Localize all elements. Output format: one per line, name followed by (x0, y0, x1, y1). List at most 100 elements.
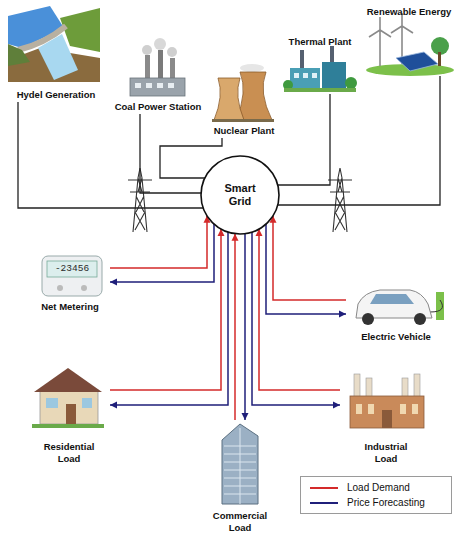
grid-label: Smart Grid (214, 182, 266, 208)
meter-reading: -23456 (47, 262, 97, 276)
load-demand-line (273, 216, 346, 300)
generation-node: Nuclear Plant (210, 70, 279, 138)
smart-meter-part (47, 261, 97, 277)
factory-part (354, 374, 360, 398)
house (32, 368, 104, 428)
nuclear-plant-part (214, 78, 244, 120)
coal-power-station-part (142, 45, 152, 55)
hydel-dam-part (8, 44, 30, 66)
legend-row: Price Forecasting (309, 497, 443, 508)
price-forecast-line (266, 224, 346, 314)
load-node: Commercial Load (205, 420, 275, 535)
transmission-tower-part (328, 168, 352, 232)
node-label: Coal Power Station (115, 101, 202, 112)
factory-part (368, 404, 374, 414)
power-line (278, 94, 330, 185)
transmission-tower (328, 168, 352, 232)
load-node: Net Metering (30, 252, 110, 314)
house-part (34, 368, 102, 392)
office-tower (222, 424, 258, 504)
grid-circle: Smart Grid (200, 155, 280, 235)
nuclear-plant-part (212, 119, 274, 122)
electric-vehicle (356, 290, 444, 325)
legend-line (310, 502, 338, 504)
generation-node: Renewable Energy (362, 4, 456, 76)
smart-meter-part (57, 285, 63, 291)
house-part (32, 424, 104, 428)
legend-line (309, 483, 339, 493)
coal-power-station-part (135, 83, 141, 88)
thermal-plant-part (290, 68, 320, 90)
coal-power-station (130, 38, 185, 96)
load-demand-line (259, 229, 340, 390)
house-part (40, 390, 98, 424)
coal-power-station-part (146, 83, 152, 88)
coal-power-station-part (168, 83, 174, 88)
thermal-plant-part (303, 73, 308, 78)
hydel-dam (8, 6, 100, 82)
power-line (140, 114, 201, 193)
legend-line (309, 498, 339, 508)
electric-vehicle-part (362, 313, 374, 325)
factory-part (366, 378, 372, 398)
smart-meter-part (42, 256, 102, 296)
coal-power-station-part (130, 78, 185, 96)
thermal-plant-part (284, 88, 356, 92)
thermal-plant-part (322, 62, 346, 90)
coal-power-station-part (157, 83, 163, 88)
factory-part (402, 378, 408, 398)
thermal-plant-part (294, 73, 299, 78)
node-label: Thermal Plant (289, 36, 352, 47)
legend-line (310, 487, 338, 489)
house-part (82, 398, 92, 408)
price-forecast-line (252, 232, 340, 405)
thermal-plant-part (330, 46, 334, 62)
thermal-plant (283, 46, 357, 92)
smart-meter-part (81, 285, 87, 291)
legend-box: Load DemandPrice Forecasting (300, 476, 452, 514)
node-label: Industrial Load (355, 441, 417, 464)
power-line (278, 76, 440, 205)
node-label: Nuclear Plant (214, 125, 275, 136)
nuclear-plant (212, 64, 274, 122)
electric-vehicle-part (414, 313, 426, 325)
legend-text: Price Forecasting (347, 497, 425, 508)
load-demand-line (110, 216, 207, 268)
factory-part (400, 404, 406, 414)
thermal-plant-part (312, 73, 317, 78)
coal-power-station-part (167, 47, 177, 57)
thermal-plant-part (345, 77, 357, 89)
node-label: Residential Load (38, 441, 100, 464)
thermal-plant-part (300, 50, 304, 68)
load-demand-line (110, 229, 221, 390)
load-node: Residential Load (28, 362, 110, 466)
nuclear-plant-part (240, 64, 264, 72)
load-node: Industrial Load (340, 368, 432, 466)
node-label: Net Metering (41, 301, 99, 312)
smart-meter (42, 256, 102, 296)
factory-part (356, 404, 362, 414)
factory-part (382, 410, 392, 428)
legend-text: Load Demand (347, 482, 410, 493)
hydel-dam-part (38, 34, 78, 80)
house-part (66, 404, 76, 424)
factory-part (412, 404, 418, 414)
generation-node: Thermal Plant (282, 34, 358, 94)
price-forecast-line (110, 224, 214, 282)
house-part (46, 398, 58, 408)
grid-circle-outline (201, 156, 279, 234)
factory (350, 374, 424, 428)
load-node: Electric Vehicle (346, 282, 446, 344)
office-tower-part (224, 428, 256, 504)
electric-vehicle-part (430, 300, 442, 312)
generation-node: Hydel Generation (4, 4, 108, 102)
factory-part (350, 396, 424, 428)
coal-power-station-part (154, 38, 166, 50)
power-line (18, 102, 203, 208)
node-label: Renewable Energy (367, 6, 451, 17)
price-forecast-line (110, 232, 228, 405)
node-label: Commercial Load (209, 510, 271, 533)
price-forecast-line (244, 234, 246, 420)
node-label: Electric Vehicle (361, 331, 431, 342)
